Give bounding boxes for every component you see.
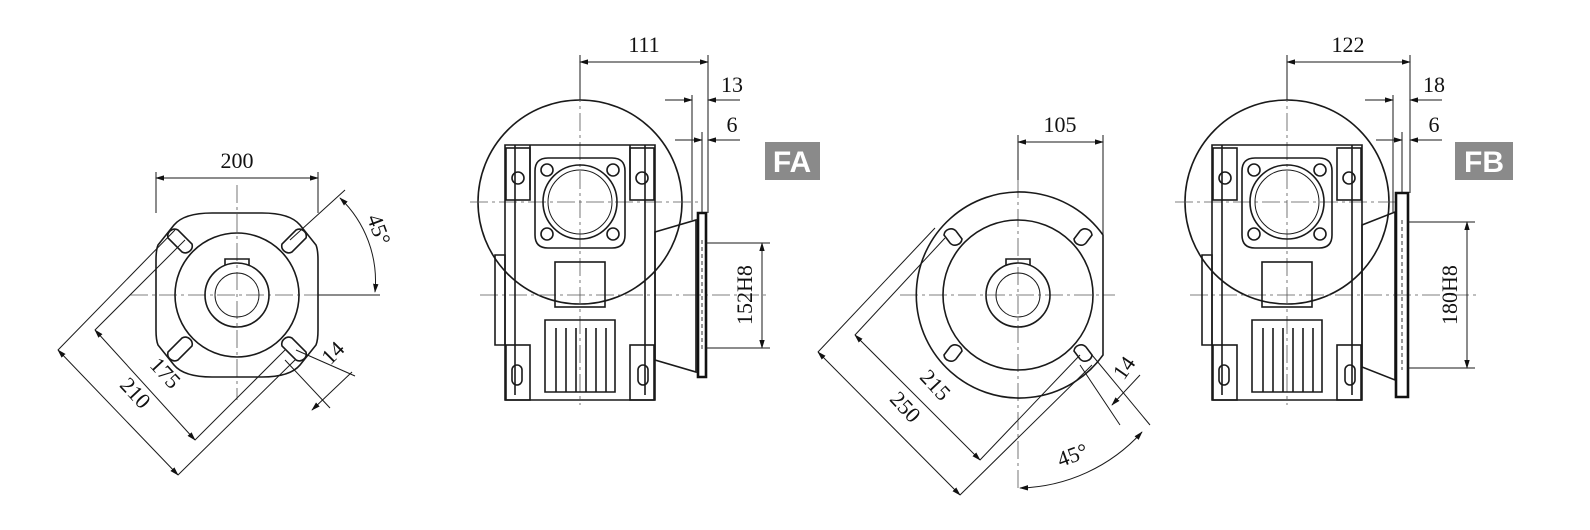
badge-fa: FA [773,146,811,179]
dim-pilot-fb: 180H8 [1437,265,1462,325]
dim-angle: 45° [362,211,396,249]
view-flange-square: 200 45° 175 210 14 [57,148,396,476]
dim-pilot: 152H8 [732,265,757,325]
badge-fa-bg [765,142,820,180]
badge-fb-bg [1455,142,1513,180]
dim-spigot-fb: 6 [1429,112,1440,137]
dim-offset-round: 105 [1044,112,1077,137]
dim-offset-fb: 122 [1332,32,1365,57]
dim-width: 200 [221,148,254,173]
dim-offset: 111 [628,32,659,57]
dim-slot: 14 [316,336,349,369]
dim-outer: 210 [115,372,156,413]
dim-angle-round: 45° [1054,438,1092,472]
dim-outer-round: 250 [885,386,926,427]
badge-fb: FB [1464,146,1504,179]
view-gearbox-fa: 111 13 6 152H8 FA [470,32,820,405]
view-gearbox-fb: 122 18 6 180H8 FB [1175,32,1513,405]
view-flange-round: 105 215 250 14 45° [817,112,1151,496]
dim-flange-thick-fb: 18 [1423,72,1445,97]
dim-flange-thick: 13 [721,72,743,97]
dim-spigot: 6 [727,112,738,137]
